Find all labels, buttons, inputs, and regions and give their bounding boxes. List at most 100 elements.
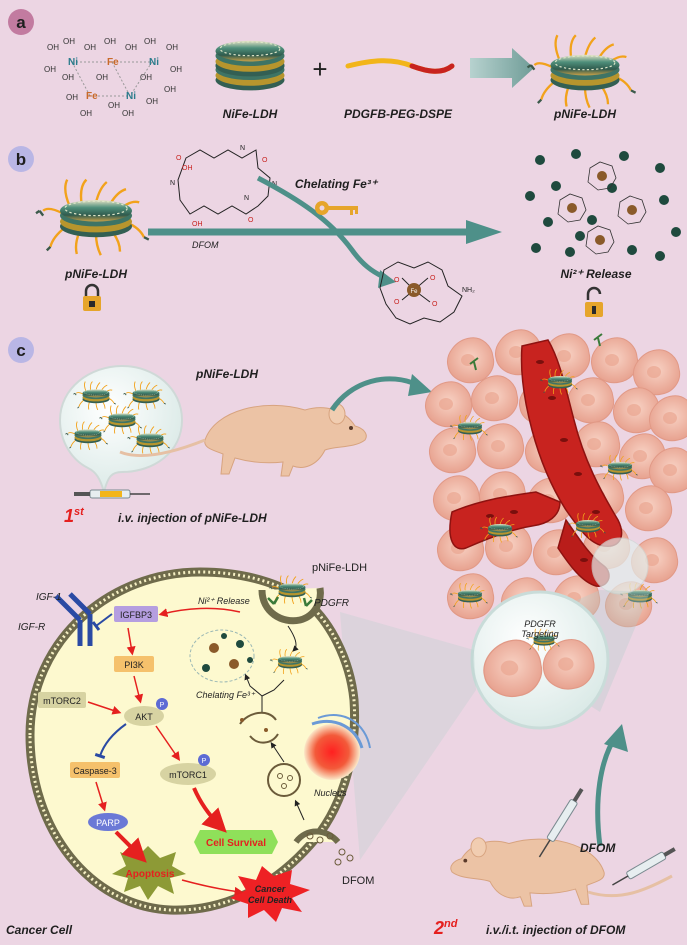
panel-c-letter: c (16, 341, 25, 360)
ni-release-cluster (525, 149, 681, 261)
svg-text:O: O (262, 157, 268, 164)
nife-ldh-sheet (214, 40, 286, 91)
dfom-mouse-label: DFOM (580, 841, 616, 855)
parp-node (88, 813, 128, 831)
oh-label-15: OH (108, 101, 120, 110)
mtorc1-phospho-icon (198, 754, 210, 766)
oh-label-13: OH (66, 93, 78, 102)
ni-release-arrow (158, 607, 241, 618)
endocytic-pit (258, 587, 324, 625)
igfbp3-label: IGFBP3 (120, 610, 152, 620)
igfbp3-inhibit-line (91, 613, 113, 631)
oh-label-10: OH (170, 65, 182, 74)
mtorc1-to-survival-arrow (192, 787, 227, 833)
ni-atom-1: Ni (68, 57, 78, 68)
nucleus-envelope-outer (317, 713, 371, 749)
mtorc2-label: mTORC2 (43, 696, 81, 706)
pi3k-to-akt-arrow (133, 675, 144, 704)
cell-survival-box (194, 830, 278, 854)
svg-text:O: O (394, 277, 400, 284)
mouse-tail-2 (587, 874, 673, 898)
nucleus-envelope-icon (311, 720, 364, 749)
lock-closed-icon (83, 283, 101, 311)
oh-label-2: OH (63, 37, 75, 46)
dfom-uptake-arrow (294, 799, 305, 821)
igf-receptor-icon (54, 592, 93, 646)
oh-label-9: OH (166, 43, 178, 52)
oh-label-3: OH (84, 43, 96, 52)
main-arrow-head (466, 220, 502, 244)
panel-a-marker (8, 9, 34, 35)
panel-a: a Ni Fe Ni Fe Ni OH OH OH OH OH OH OH OH… (8, 9, 636, 121)
peg-label: PDGFB-PEG-DSPE (344, 107, 453, 121)
endocytosis-arrow (287, 625, 299, 652)
fork-arrow-left (244, 673, 263, 697)
small-zoom-bubble (591, 537, 649, 595)
oh-label-12: OH (140, 73, 152, 82)
cell-survival-label: Cell Survival (206, 838, 266, 849)
svg-text:O: O (394, 299, 400, 306)
panel-a-letter: a (16, 13, 26, 32)
zoom-cone-cell (340, 612, 476, 860)
complex-oxygens: O O O O (394, 275, 438, 308)
svg-text:N: N (170, 180, 175, 187)
pdgfr-receptor-icon (267, 596, 313, 607)
nh2-label: NH₂ (462, 287, 475, 294)
oh-label-8: OH (144, 37, 156, 46)
cell-death-burst (230, 866, 310, 922)
chelation-arrow (256, 175, 388, 281)
panel-b-marker (8, 146, 34, 172)
first-injection-text: i.v. injection of pNiFe-LDH (118, 511, 267, 525)
pdgfr-label: PDGFR (314, 598, 349, 609)
svg-text:OH: OH (182, 165, 193, 172)
nucleus-label: Nucleus (314, 788, 347, 798)
oh-label-17: OH (146, 97, 158, 106)
akt-to-mtorc1-arrow (155, 725, 181, 761)
svg-text:N: N (240, 145, 245, 152)
second-injection-text: i.v./i.t. injection of DFOM (486, 923, 626, 937)
plus-sign: + (312, 54, 327, 84)
dfom-cell-label: DFOM (342, 875, 374, 887)
akt-phospho-label: P (160, 702, 165, 709)
igfr-to-pi3k-arrow (126, 627, 136, 656)
ni-release-cell-label: Ni²⁺ Release (198, 596, 250, 606)
akt-phospho-icon (156, 698, 168, 710)
akt-node (124, 706, 164, 726)
igfr-label: IGF-R (18, 622, 45, 633)
pi3k-label: PI3K (124, 660, 144, 670)
syringe-icon-2 (538, 788, 584, 858)
fe-center-icon (407, 283, 421, 297)
igfbp3-box (114, 606, 158, 622)
fe-center-label: Fe (410, 289, 418, 295)
caspase-to-parp-arrow (95, 781, 107, 812)
svg-text:O: O (432, 301, 438, 308)
apoptosis-label: Apoptosis (126, 869, 175, 880)
svg-text:O: O (248, 217, 254, 224)
cell-death-line2: Cell Death (248, 895, 293, 905)
oh-label-11: OH (96, 73, 108, 82)
oh-label-6: OH (104, 37, 116, 46)
key-icon (315, 201, 358, 215)
pi3k-box (114, 656, 154, 672)
mtorc1-node (160, 763, 216, 785)
pdgfr-receptors-tissue (469, 333, 603, 371)
dfom-molecule (177, 149, 271, 215)
caspase3-box (70, 762, 120, 778)
oh-label-4: OH (44, 65, 56, 74)
mouse-tail-1 (119, 438, 206, 458)
nife-ldh-label: NiFe-LDH (223, 107, 278, 121)
second-injection-arrow-head (604, 724, 628, 752)
svg-text:OH: OH (192, 221, 203, 228)
synthesis-arrow (470, 48, 534, 88)
first-injection-ordinal: 1st (64, 506, 85, 526)
chelating-cell-label: Chelating Fe³⁺ (196, 690, 256, 700)
panel-c: c pNiFe-LDH 1st i.v. injection of pNiFe-… (6, 329, 687, 938)
ni-atom-3: Ni (126, 91, 136, 102)
caspase3-label: Caspase-3 (73, 766, 117, 776)
cancer-cell-label: Cancer Cell (6, 923, 73, 937)
intracellular-chelation (189, 629, 255, 683)
released-complexes (557, 161, 647, 255)
membrane-texture (28, 570, 357, 912)
oh-label-1: OH (47, 43, 59, 52)
endosome-arrow (270, 742, 285, 763)
